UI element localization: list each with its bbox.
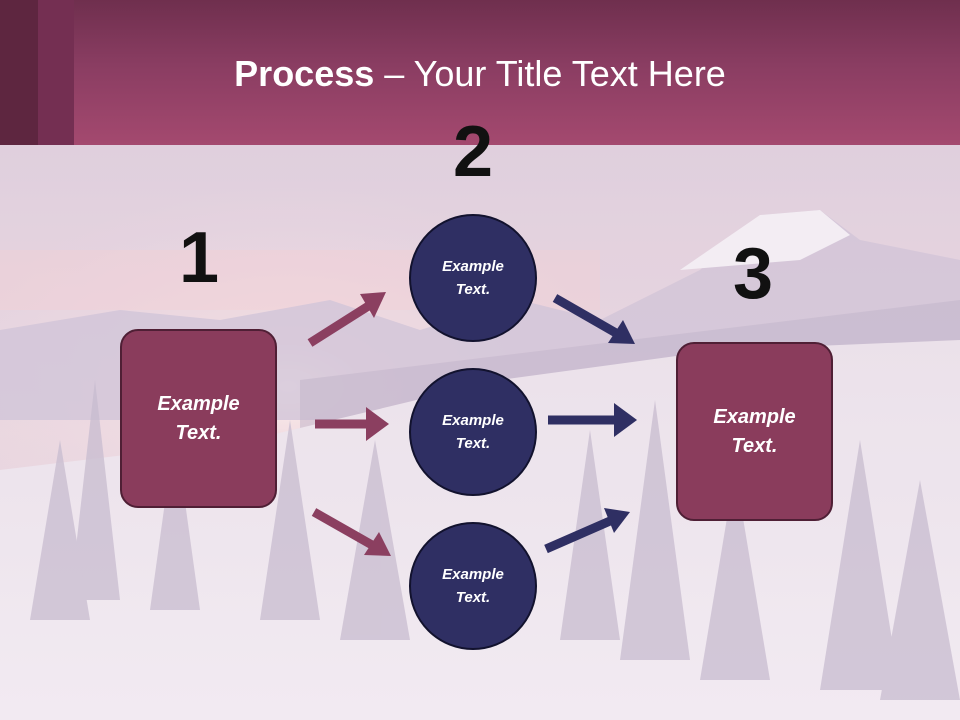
left-box-line2: Text. bbox=[175, 421, 222, 444]
circle-top: Example Text. bbox=[409, 214, 537, 342]
circle-top-line1: Example bbox=[442, 258, 504, 275]
title-bold: Process bbox=[234, 53, 375, 94]
right-step-box: Example Text. bbox=[676, 342, 833, 521]
circle-top-line2: Text. bbox=[455, 281, 491, 298]
arrow-to-bot-circle bbox=[311, 508, 391, 556]
circle-mid-line2: Text. bbox=[455, 435, 491, 452]
step-number-1: 1 bbox=[178, 218, 220, 298]
arrow-from-bot-circle bbox=[544, 508, 630, 554]
title-rest: – Your Title Text Here bbox=[374, 53, 726, 94]
left-step-box: Example Text. bbox=[120, 329, 277, 508]
circle-bot-line1: Example bbox=[442, 566, 504, 583]
circle-bottom: Example Text. bbox=[409, 522, 537, 650]
left-box-line1: Example bbox=[157, 392, 240, 415]
right-box-line2: Text. bbox=[731, 434, 778, 457]
arrow-to-top-circle bbox=[307, 292, 386, 347]
slide-title: Process – Your Title Text Here bbox=[0, 52, 960, 96]
step-number-3: 3 bbox=[732, 234, 774, 314]
header-accent-block bbox=[0, 0, 38, 145]
header-accent-block bbox=[38, 0, 74, 145]
right-box-line1: Example bbox=[713, 405, 796, 428]
arrow-to-mid-circle bbox=[315, 407, 389, 441]
arrow-from-top-circle bbox=[552, 294, 635, 344]
circle-mid-line1: Example bbox=[442, 412, 504, 429]
circle-bot-line2: Text. bbox=[455, 589, 491, 606]
header-band bbox=[0, 0, 960, 145]
arrow-from-mid-circle bbox=[548, 403, 637, 437]
circle-middle: Example Text. bbox=[409, 368, 537, 496]
step-number-2: 2 bbox=[452, 112, 494, 192]
